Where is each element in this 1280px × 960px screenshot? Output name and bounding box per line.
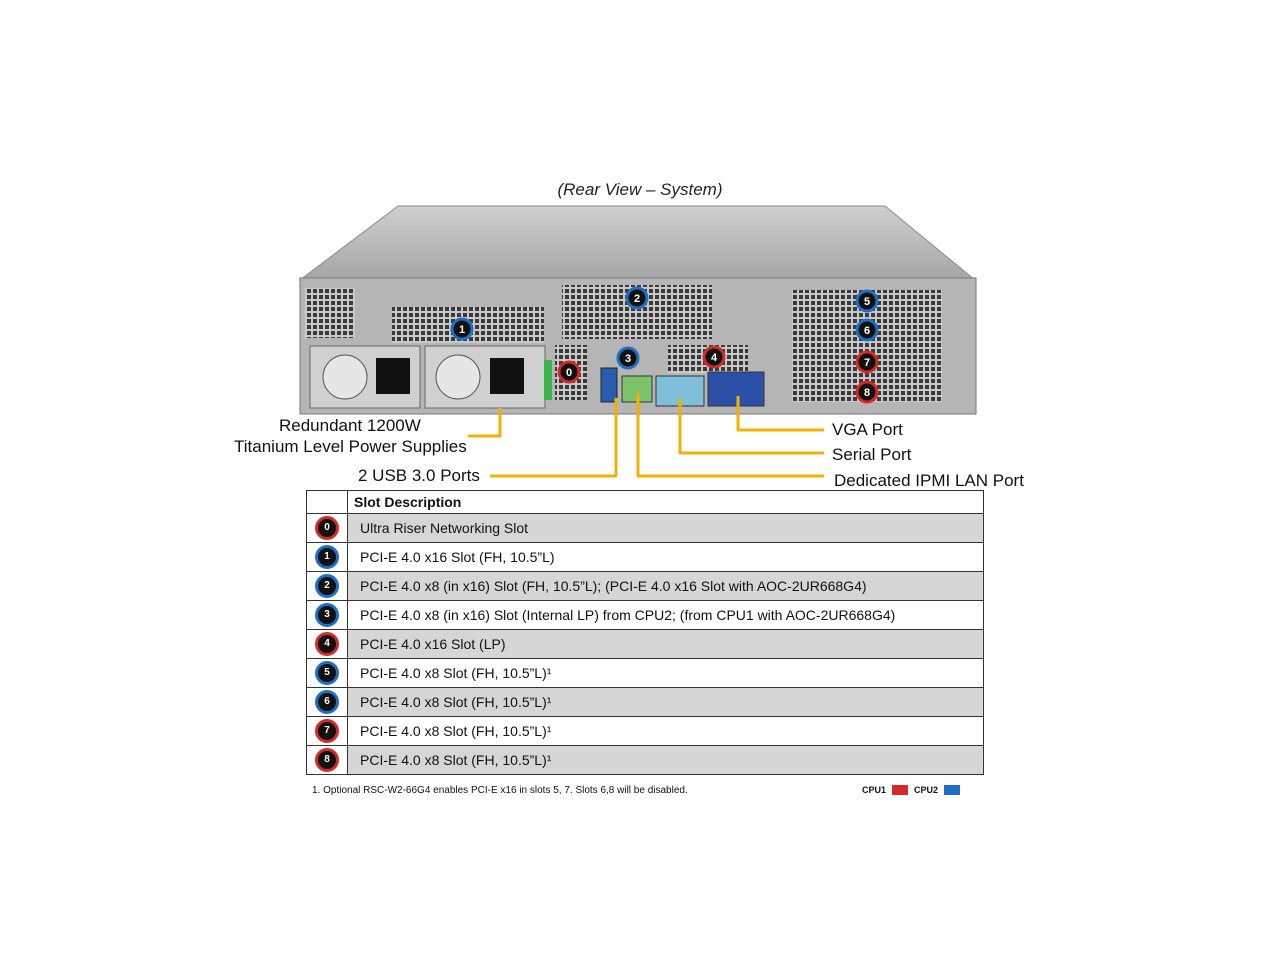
slot-number-cell: 0 — [306, 513, 348, 543]
svg-text:6: 6 — [864, 325, 870, 337]
svg-text:5: 5 — [864, 296, 870, 308]
slot-description-cell: PCI-E 4.0 x16 Slot (LP) — [347, 629, 984, 659]
cpu-legend: CPU1 CPU2 — [862, 785, 961, 795]
svg-text:8: 8 — [864, 387, 870, 399]
slot-badge: 0 — [315, 516, 339, 540]
table-row: 4 PCI-E 4.0 x16 Slot (LP) — [306, 629, 984, 659]
server-rear-diagram: 0 1 2 3 4 5 6 7 8 — [298, 205, 977, 478]
legend-cpu1-label: CPU1 — [862, 785, 887, 795]
chassis-slot-badges: 0 1 2 3 4 5 6 7 8 — [450, 286, 879, 404]
slot-description-cell: PCI-E 4.0 x8 (in x16) Slot (FH, 10.5”L);… — [347, 571, 984, 601]
slot-description-cell: PCI-E 4.0 x8 (in x16) Slot (Internal LP)… — [347, 600, 984, 630]
slot-number-cell: 2 — [306, 571, 348, 601]
serial-label: Serial Port — [832, 445, 912, 464]
slot-badge: 4 — [315, 632, 339, 656]
svg-text:7: 7 — [864, 357, 870, 369]
svg-text:0: 0 — [566, 367, 572, 379]
vga-port — [707, 371, 765, 407]
usb-leader — [490, 398, 618, 478]
chassis-badge-4: 4 — [702, 345, 726, 369]
slot-number-cell: 4 — [306, 629, 348, 659]
vga-label: VGA Port — [832, 420, 903, 439]
slot-badge: 5 — [315, 661, 339, 685]
callout-leader-lines — [468, 393, 824, 478]
usb-label: 2 USB 3.0 Ports — [358, 466, 480, 485]
figure-caption: (Rear View – System) — [557, 180, 723, 199]
left-grille — [305, 288, 355, 338]
slot-description-cell: PCI-E 4.0 x8 Slot (FH, 10.5”L)¹ — [347, 745, 984, 775]
psu-right — [424, 345, 552, 409]
chassis-badge-3: 3 — [616, 346, 640, 370]
legend-cpu1-swatch — [892, 785, 909, 795]
table-row: 8 PCI-E 4.0 x8 Slot (FH, 10.5”L)¹ — [306, 745, 984, 775]
ipmi-leader — [636, 393, 824, 478]
chassis-badge-0: 0 — [557, 360, 581, 384]
slot-description-cell: PCI-E 4.0 x8 Slot (FH, 10.5”L)¹ — [347, 716, 984, 746]
slot-number-cell: 3 — [306, 600, 348, 630]
chassis-badge-7: 7 — [855, 350, 879, 374]
chassis-badge-5: 5 — [855, 289, 879, 313]
ipmi-label: Dedicated IPMI LAN Port — [834, 471, 1024, 490]
legend-cpu2-swatch — [944, 785, 961, 795]
svg-text:1: 1 — [459, 324, 465, 336]
table-row: 2 PCI-E 4.0 x8 (in x16) Slot (FH, 10.5”L)… — [306, 571, 984, 601]
psu-label-line2: Titanium Level Power Supplies — [234, 437, 467, 456]
psu-left — [309, 345, 421, 409]
table-row: 6 PCI-E 4.0 x8 Slot (FH, 10.5”L)¹ — [306, 687, 984, 717]
chassis-badge-6: 6 — [855, 318, 879, 342]
slot-number-cell: 1 — [306, 542, 348, 572]
slot-description-cell: PCI-E 4.0 x8 Slot (FH, 10.5”L)¹ — [347, 658, 984, 688]
svg-text:4: 4 — [711, 352, 718, 364]
slot-description-cell: PCI-E 4.0 x16 Slot (FH, 10.5”L) — [347, 542, 984, 572]
footnote: 1. Optional RSC-W2-66G4 enables PCI-E x1… — [312, 785, 688, 796]
header-blank-cell — [306, 490, 348, 514]
slot-badge: 7 — [315, 719, 339, 743]
slot-badge: 3 — [315, 603, 339, 627]
table-row: 5 PCI-E 4.0 x8 Slot (FH, 10.5”L)¹ — [306, 658, 984, 688]
svg-text:2: 2 — [634, 293, 640, 305]
slot-number-cell: 7 — [306, 716, 348, 746]
svg-text:3: 3 — [625, 353, 631, 365]
table-row: 1 PCI-E 4.0 x16 Slot (FH, 10.5”L) — [306, 542, 984, 572]
slot-badge: 8 — [315, 748, 339, 772]
slot-description-cell: PCI-E 4.0 x8 Slot (FH, 10.5”L)¹ — [347, 687, 984, 717]
vga-leader — [736, 396, 824, 432]
psu-label-line1: Redundant 1200W — [279, 416, 421, 435]
slot-description-table: Slot Description 0 Ultra Riser Networking… — [306, 490, 984, 775]
chassis-top — [298, 205, 977, 281]
table-row: 7 PCI-E 4.0 x8 Slot (FH, 10.5”L)¹ — [306, 716, 984, 746]
slot-number-cell: 6 — [306, 687, 348, 717]
slot-description-cell: Ultra Riser Networking Slot — [347, 513, 984, 543]
table-header-row: Slot Description — [306, 490, 984, 514]
slot-badge: 6 — [315, 690, 339, 714]
usb-ports — [600, 367, 618, 403]
chassis-badge-2: 2 — [625, 286, 649, 310]
slot-number-cell: 5 — [306, 658, 348, 688]
table-row: 0 Ultra Riser Networking Slot — [306, 513, 984, 543]
psu-leader — [468, 408, 502, 438]
table-row: 3 PCI-E 4.0 x8 (in x16) Slot (Internal LP… — [306, 600, 984, 630]
slot-badge: 1 — [315, 545, 339, 569]
chassis-badge-8: 8 — [855, 380, 879, 404]
serial-leader — [678, 398, 824, 455]
header-slot-description: Slot Description — [347, 490, 984, 514]
slot-badge: 2 — [315, 574, 339, 598]
legend-cpu2-label: CPU2 — [914, 785, 939, 795]
slot-number-cell: 8 — [306, 745, 348, 775]
chassis-badge-1: 1 — [450, 317, 474, 341]
